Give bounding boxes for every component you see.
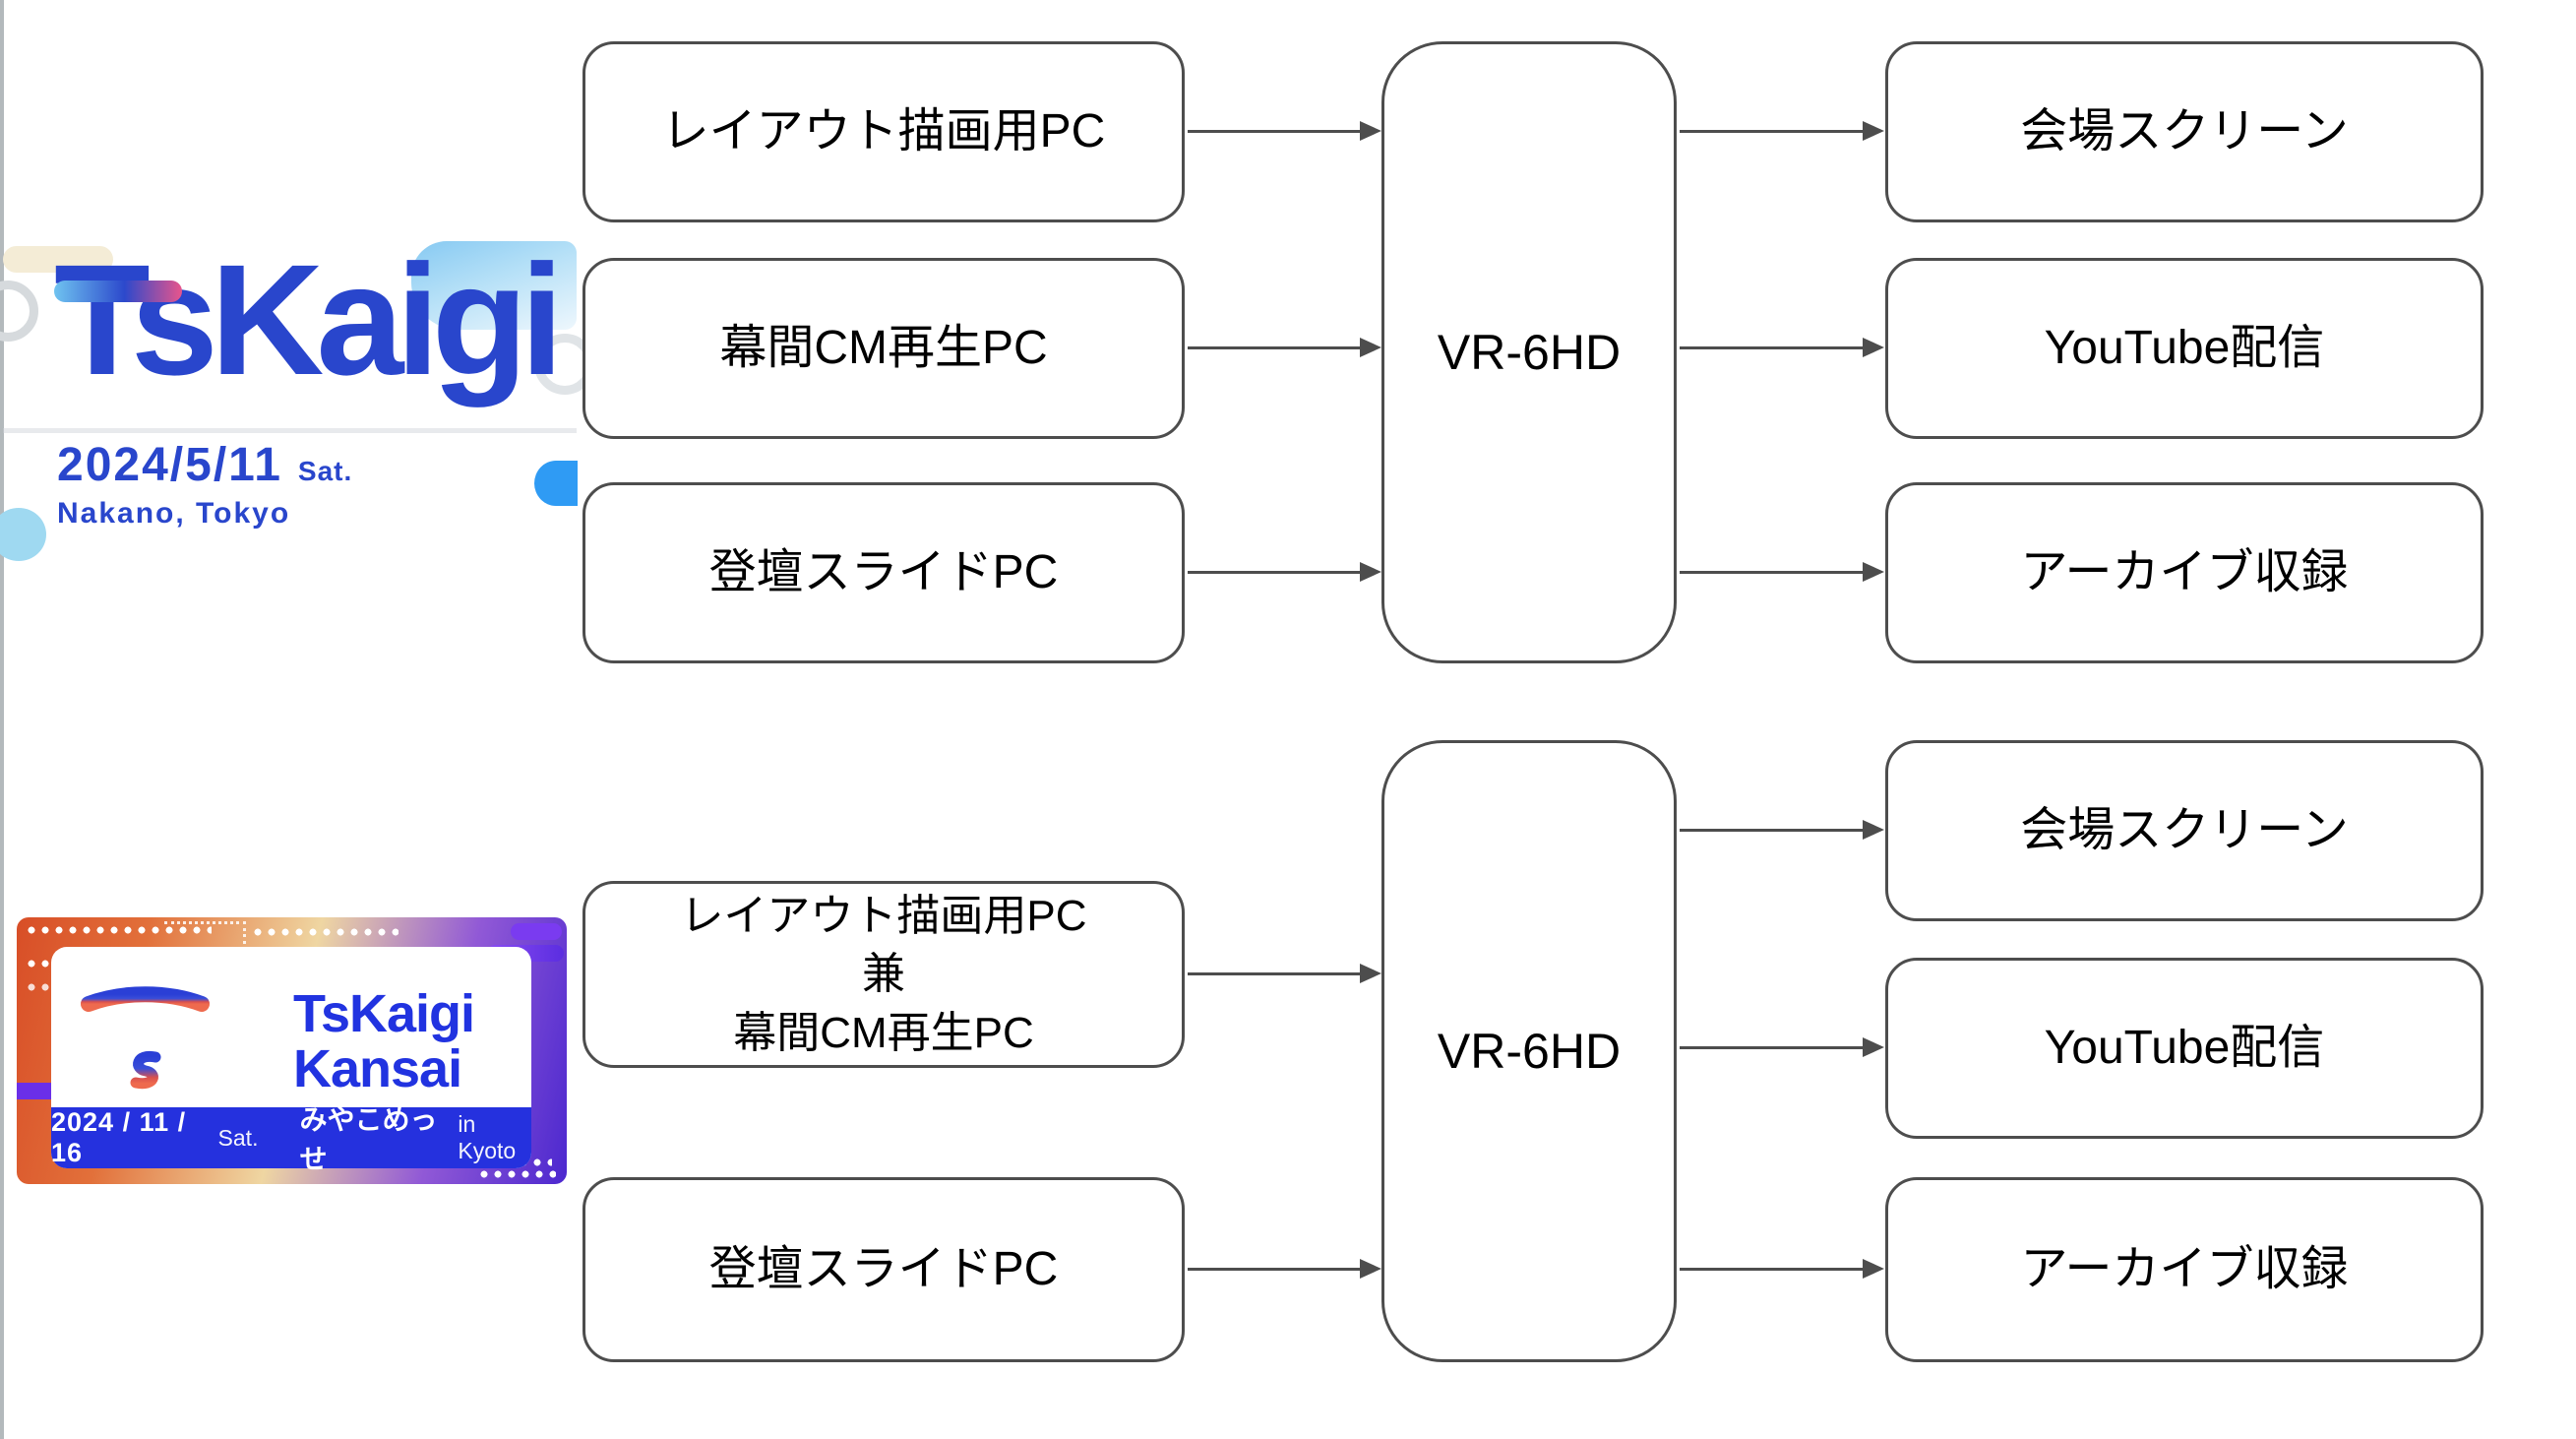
node-label-line2: 兼 — [862, 950, 905, 999]
tskaigi-kansai-logo: TsKaigi Kansai 2024 / 11 / 16 Sat. みやこめっ… — [17, 917, 567, 1184]
logo-decor-dots — [25, 959, 70, 969]
event-date-row: 2024/5/11 Sat. — [57, 438, 352, 492]
d2-output-screen: 会場スクリーン — [1885, 740, 2484, 921]
node-label: YouTube配信 — [2044, 1021, 2325, 1074]
event-date: 2024 / 11 / 16 — [51, 1107, 187, 1167]
slide-left-edge-line — [0, 0, 4, 1439]
logo-decor-dots — [251, 927, 399, 937]
d2-hub-vr6hd: VR-6HD — [1381, 740, 1677, 1362]
wordmark-line1: TsKaigi — [293, 984, 475, 1043]
node-label: 会場スクリーン — [2020, 104, 2349, 157]
d1-arrow-out-1 — [1680, 121, 1884, 141]
d2-input-layout-cm-pc: レイアウト描画用PC 兼 幕間CM再生PC — [583, 881, 1185, 1068]
logo-decor-cream-pill — [3, 246, 113, 273]
event-day: Sat. — [217, 1124, 259, 1151]
logo-decor-ring-left — [0, 281, 38, 342]
node-label: アーカイブ収録 — [2020, 545, 2349, 598]
kansai-date-bar: 2024 / 11 / 16 Sat. みやこめっせ in Kyoto — [51, 1104, 531, 1174]
logo-decor-dots — [477, 1169, 556, 1179]
wordmark-line2: Kansai — [293, 1039, 462, 1099]
tskaigi-kansai-wordmark: TsKaigi Kansai — [293, 984, 475, 1099]
node-label: VR-6HD — [1437, 324, 1622, 380]
tskaigi-wordmark: TsKaigi — [54, 231, 564, 407]
d2-arrow-in-2 — [1188, 1259, 1381, 1279]
d2-arrow-out-3 — [1680, 1259, 1884, 1279]
d1-arrow-in-2 — [1188, 338, 1381, 357]
node-label: 登壇スライドPC — [708, 1242, 1059, 1295]
d1-output-archive: アーカイブ収録 — [1885, 482, 2484, 663]
logo-decor-blue-blob — [534, 461, 578, 506]
d1-output-screen: 会場スクリーン — [1885, 41, 2484, 222]
event-location: Nakano, Tokyo — [57, 497, 291, 530]
d1-input-cm-pc: 幕間CM再生PC — [583, 258, 1185, 439]
event-day: Sat. — [297, 456, 353, 486]
d2-output-youtube: YouTube配信 — [1885, 958, 2484, 1139]
event-venue: みやこめっせ — [299, 1104, 438, 1174]
node-label: 会場スクリーン — [2020, 803, 2349, 856]
d2-arrow-out-2 — [1680, 1037, 1884, 1057]
node-label: アーカイブ収録 — [2020, 1242, 2349, 1295]
d2-arrow-in-1 — [1188, 964, 1381, 983]
kansai-logo-card: TsKaigi Kansai 2024 / 11 / 16 Sat. みやこめっ… — [51, 947, 531, 1174]
torii-gate-icon — [81, 986, 210, 1105]
logo-decor-quarter-circle — [0, 508, 46, 561]
d1-input-layout-pc: レイアウト描画用PC — [583, 41, 1185, 222]
tskaigi-2024-logo: TsKaigi 2024/5/11 Sat. Nakano, Tokyo — [0, 231, 595, 561]
logo-decor-stripe — [3, 428, 577, 433]
d2-input-slide-pc: 登壇スライドPC — [583, 1177, 1185, 1362]
d1-input-slide-pc: 登壇スライドPC — [583, 482, 1185, 663]
node-label-line1: レイアウト描画用PC — [680, 891, 1087, 940]
node-label: VR-6HD — [1437, 1023, 1622, 1079]
logo-decor-dots — [25, 925, 212, 935]
node-label: レイアウト描画用PC — [661, 104, 1106, 157]
d1-hub-vr6hd: VR-6HD — [1381, 41, 1677, 663]
event-venue-suffix: in Kyoto — [458, 1111, 517, 1163]
node-label: 登壇スライドPC — [708, 545, 1059, 598]
logo-decor-blue-cloud — [411, 241, 577, 330]
d1-arrow-out-2 — [1680, 338, 1884, 357]
d1-arrow-out-3 — [1680, 562, 1884, 582]
d2-output-archive: アーカイブ収録 — [1885, 1177, 2484, 1362]
d1-arrow-in-1 — [1188, 121, 1381, 141]
logo-decor-purple-bar — [511, 923, 562, 940]
node-label: 幕間CM再生PC — [719, 321, 1048, 374]
d2-arrow-out-1 — [1680, 820, 1884, 840]
event-date: 2024/5/11 — [57, 439, 282, 491]
logo-decor-dotted-corner — [164, 921, 246, 944]
d1-output-youtube: YouTube配信 — [1885, 258, 2484, 439]
node-label: YouTube配信 — [2044, 321, 2325, 374]
tskaigi-gradient-bar — [54, 281, 182, 302]
node-label-line3: 幕間CM再生PC — [733, 1008, 1034, 1057]
d1-arrow-in-3 — [1188, 562, 1381, 582]
